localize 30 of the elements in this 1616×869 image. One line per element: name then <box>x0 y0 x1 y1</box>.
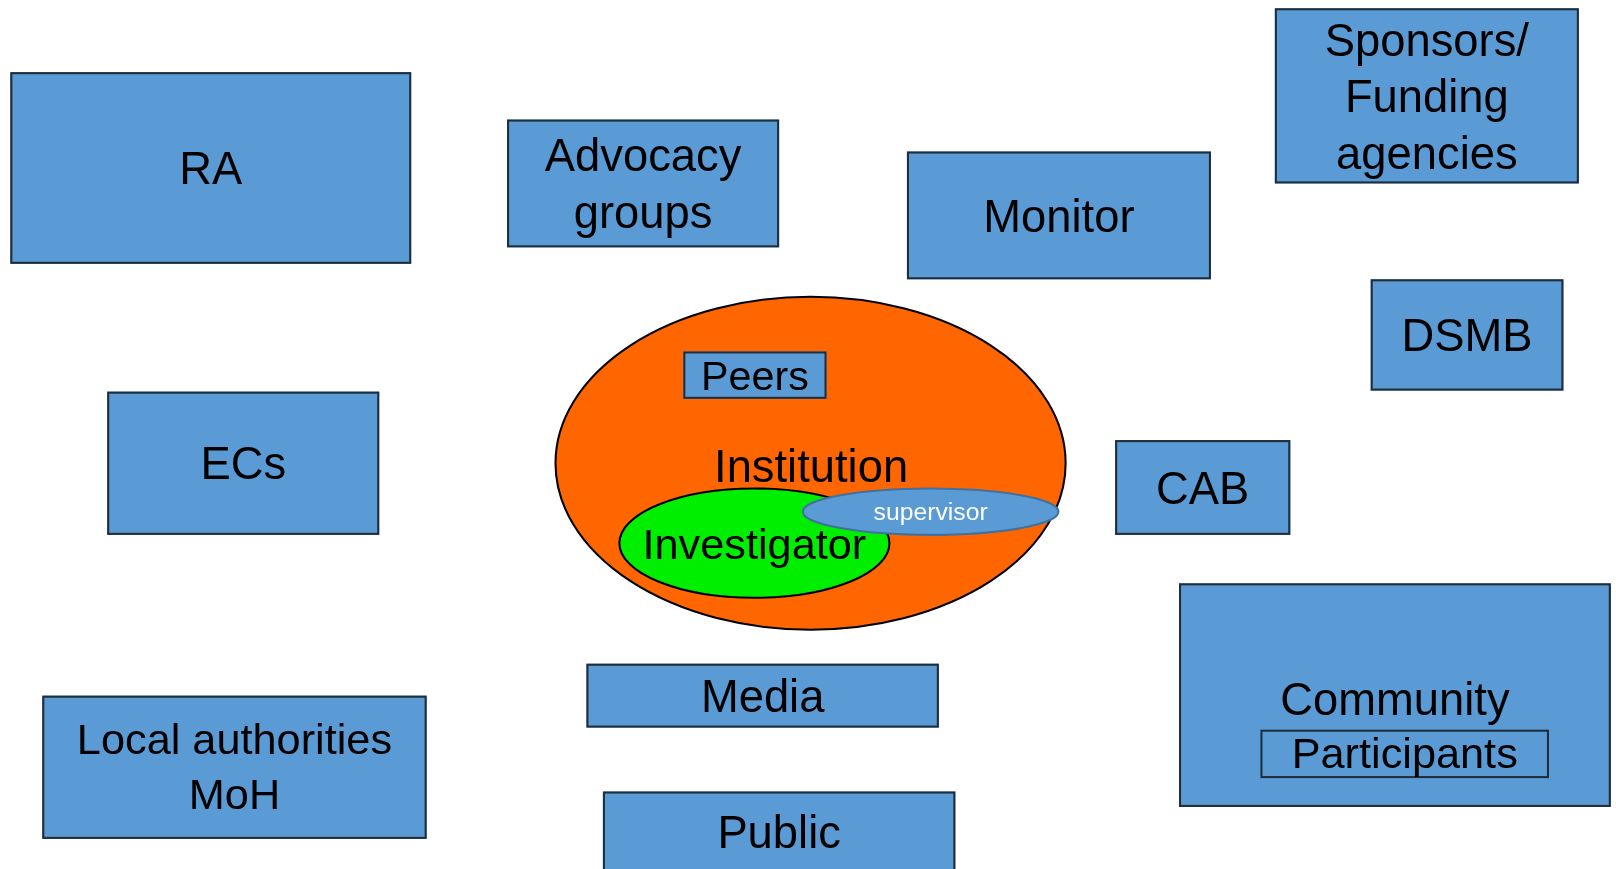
stakeholder-box <box>1370 279 1564 391</box>
stakeholder-box <box>10 72 412 264</box>
node-label: Media <box>700 669 825 723</box>
stakeholder-box <box>1260 729 1549 779</box>
node-label: Advocacy groups <box>543 128 743 240</box>
stakeholder-box <box>683 351 827 399</box>
stakeholder-box <box>1274 8 1579 184</box>
node-label: DSMB <box>1401 308 1533 363</box>
node-label: RA <box>179 141 243 196</box>
node-label: CAB <box>1156 461 1250 515</box>
node-label: Local authorities <box>76 714 393 766</box>
node-label: Participants <box>1291 727 1518 780</box>
node-label: ECs <box>200 437 287 491</box>
node-label: Institution <box>714 439 909 494</box>
node-label: Community <box>1280 672 1510 727</box>
node-label: Investigator <box>642 519 867 571</box>
node-label: Monitor <box>983 189 1135 243</box>
node-label: supervisor <box>873 496 988 528</box>
stakeholder-box <box>586 663 939 728</box>
stakeholder-box <box>906 151 1211 280</box>
node-label: MoH <box>188 768 281 820</box>
stakeholder-box <box>507 119 780 248</box>
node-label: Public <box>717 805 841 860</box>
node-label: Sponsors/ Funding agencies <box>1323 12 1530 181</box>
node-label: Peers <box>701 351 809 400</box>
stakeholder-box <box>42 695 427 839</box>
stakeholder-box <box>1115 440 1291 535</box>
stakeholder-box <box>107 391 380 535</box>
stakeholder-box <box>1179 583 1611 807</box>
stakeholder-box <box>602 791 956 869</box>
